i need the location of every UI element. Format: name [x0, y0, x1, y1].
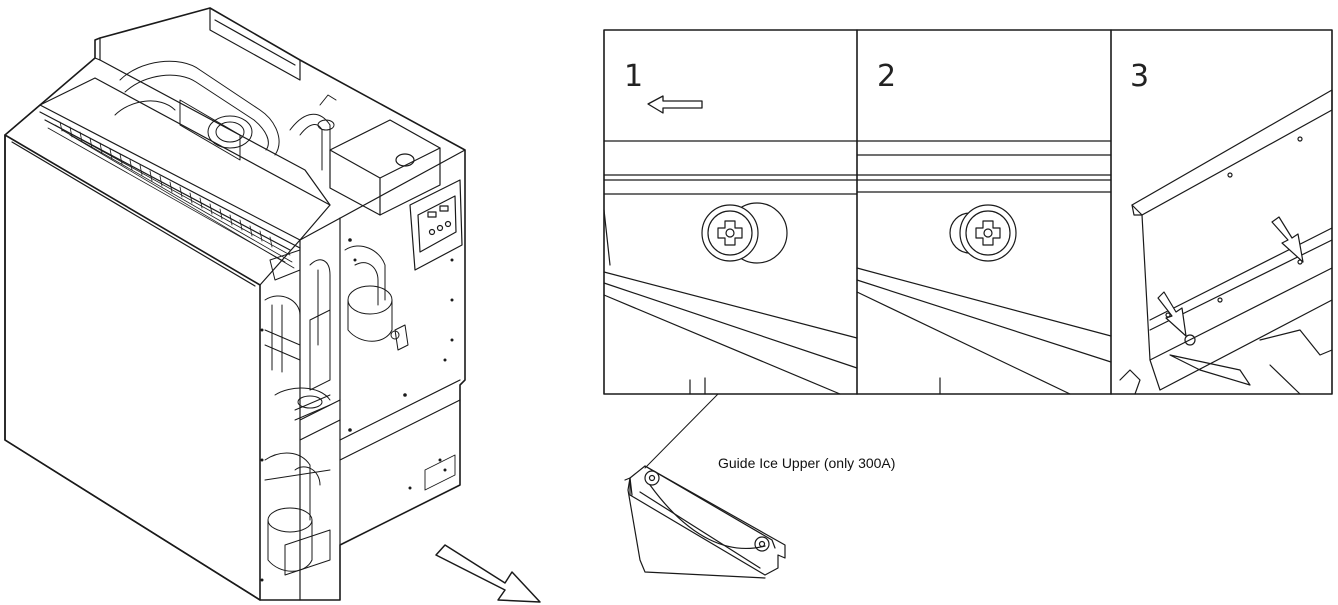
- ice-maker-unit-illustration: [5, 8, 465, 600]
- detail-steps-box: [604, 30, 1332, 394]
- phillips-screw-icon: [960, 205, 1016, 261]
- removal-direction-arrow: [436, 545, 540, 602]
- keyhole-slot-engaged: [950, 213, 970, 253]
- step-3-panel: 3: [1120, 59, 1332, 394]
- guide-ice-upper-label: Guide Ice Upper (only 300A): [718, 455, 895, 471]
- down-arrow-icon: [1158, 292, 1186, 336]
- step-1-number: 1: [624, 59, 643, 94]
- step-3-number: 3: [1130, 59, 1149, 94]
- phillips-screw-icon: [702, 205, 758, 261]
- leader-line: [645, 394, 718, 468]
- step-1-panel: 1: [604, 59, 857, 394]
- step-2-number: 2: [877, 59, 896, 94]
- guide-ice-upper-part: [625, 466, 785, 578]
- cover-panel-perspective: [1120, 90, 1332, 394]
- step-2-panel: 2: [857, 59, 1111, 394]
- left-arrow-icon: [648, 96, 702, 113]
- down-arrow-icon: [1272, 217, 1303, 262]
